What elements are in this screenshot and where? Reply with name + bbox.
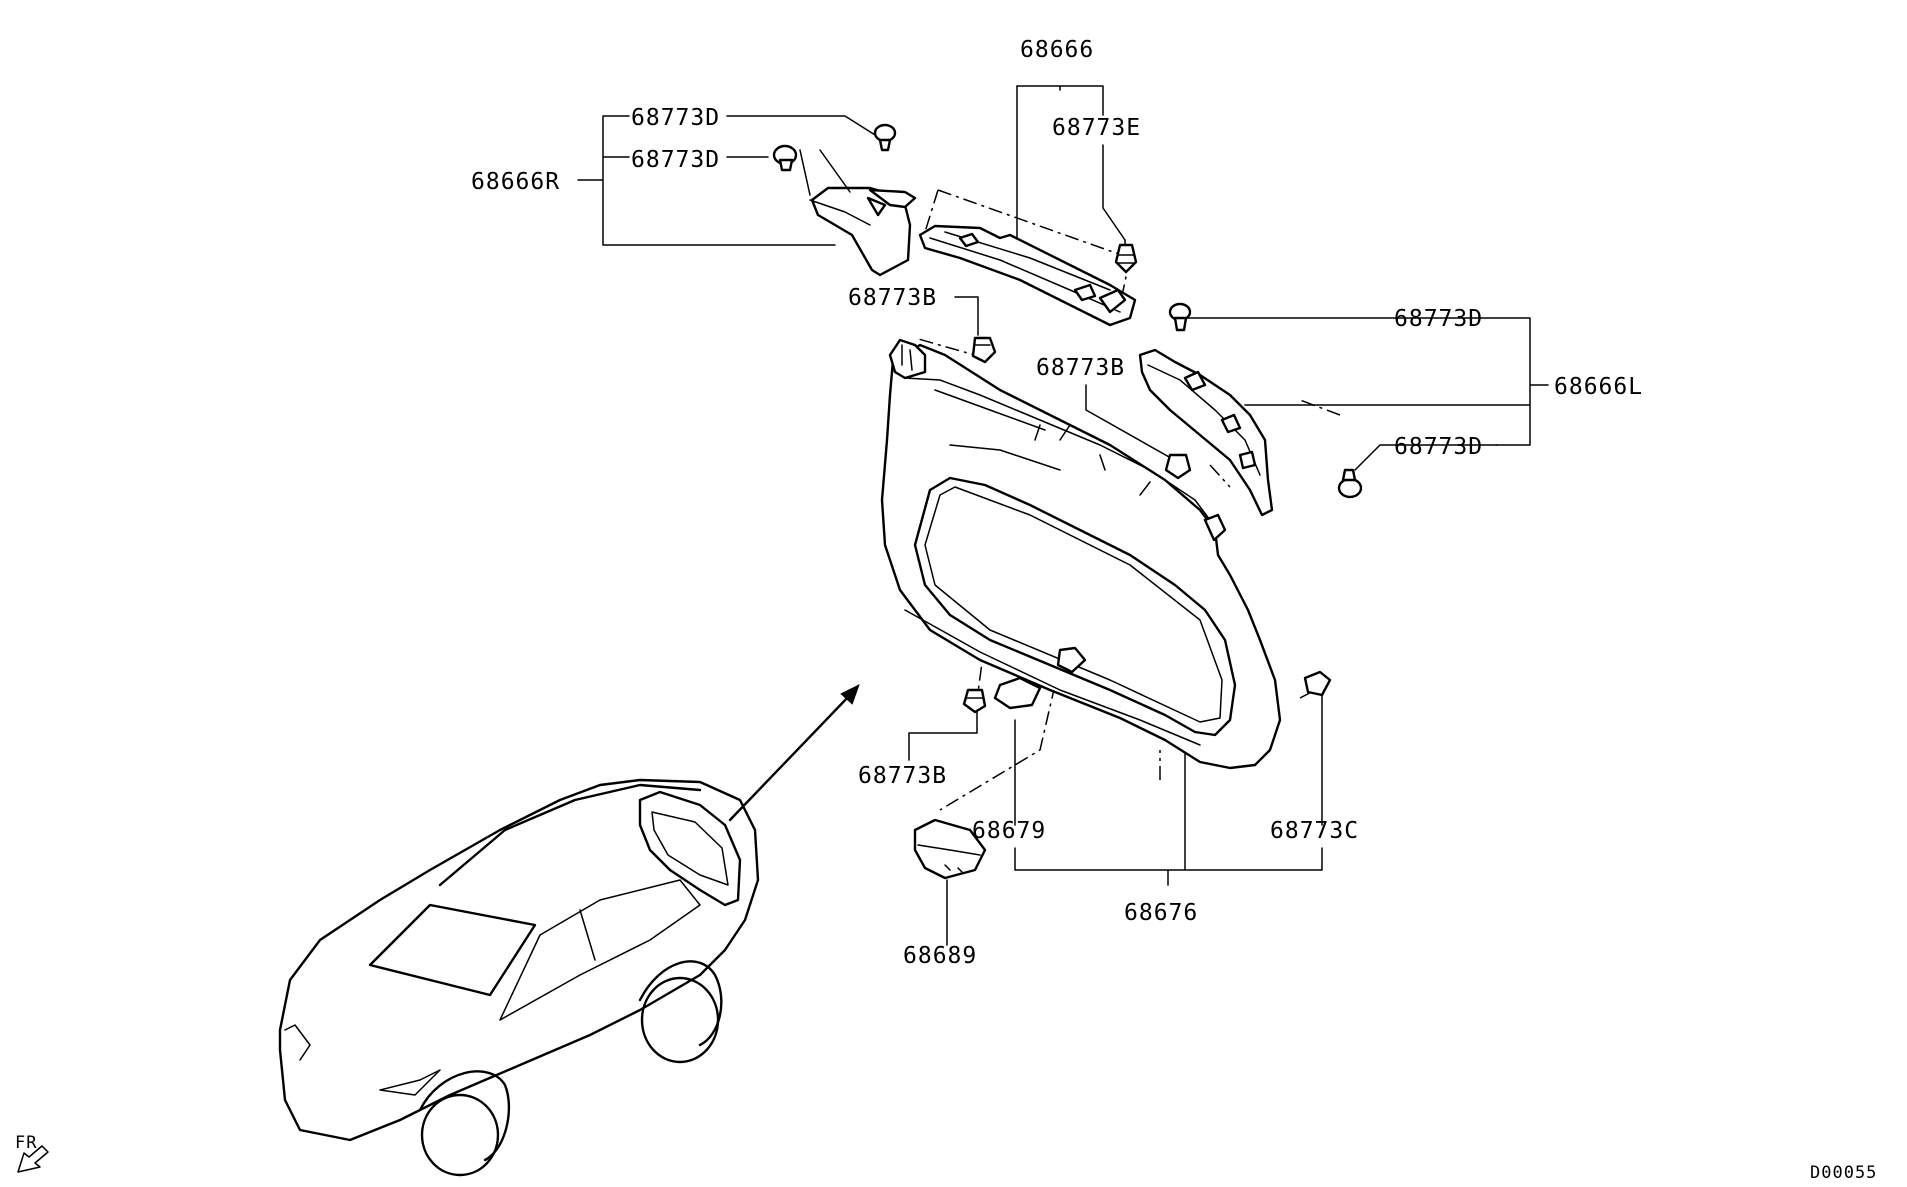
clip-68773C bbox=[1303, 670, 1332, 697]
label-68773D-top1: 68773D bbox=[631, 105, 720, 131]
label-68773B-upper: 68773B bbox=[848, 285, 937, 311]
trim-68666R bbox=[799, 149, 917, 277]
label-68666R: 68666R bbox=[471, 169, 560, 195]
trim-68666L bbox=[1138, 348, 1274, 517]
label-68689: 68689 bbox=[903, 943, 977, 969]
label-68676: 68676 bbox=[1124, 900, 1198, 926]
label-68666: 68666 bbox=[1020, 37, 1094, 63]
label-diagram-code: D00055 bbox=[1810, 1163, 1877, 1183]
label-68773D-right1: 68773D bbox=[1394, 306, 1483, 332]
clip-68773D-right2 bbox=[1337, 468, 1363, 499]
label-68773C: 68773C bbox=[1270, 818, 1359, 844]
label-fr: FR bbox=[15, 1133, 37, 1153]
leader-lines bbox=[577, 85, 1549, 946]
label-68773B-lower: 68773B bbox=[858, 763, 947, 789]
clip-68773B-lower bbox=[962, 688, 987, 714]
trim-68666 bbox=[918, 224, 1137, 327]
label-68773B-mid: 68773B bbox=[1036, 355, 1125, 381]
clip-68773D-right1 bbox=[1168, 302, 1192, 332]
clip-68773B-upper bbox=[971, 336, 997, 364]
part-68689 bbox=[913, 818, 987, 880]
label-68666L: 68666L bbox=[1554, 374, 1643, 400]
vehicle-outline bbox=[278, 778, 760, 1177]
clip-68773D-top2 bbox=[772, 144, 798, 172]
clip-68773D-top1 bbox=[873, 123, 897, 152]
front-direction-arrow-icon bbox=[17, 1145, 49, 1173]
label-68773D-top2: 68773D bbox=[631, 147, 720, 173]
label-68679: 68679 bbox=[972, 818, 1046, 844]
tailgate-panel-68676 bbox=[880, 338, 1282, 770]
direction-arrow bbox=[728, 683, 860, 822]
label-68773D-right2: 68773D bbox=[1394, 434, 1483, 460]
label-68773E: 68773E bbox=[1052, 115, 1141, 141]
clip-68773B-mid bbox=[1164, 453, 1192, 480]
clip-68773E bbox=[1114, 243, 1138, 274]
